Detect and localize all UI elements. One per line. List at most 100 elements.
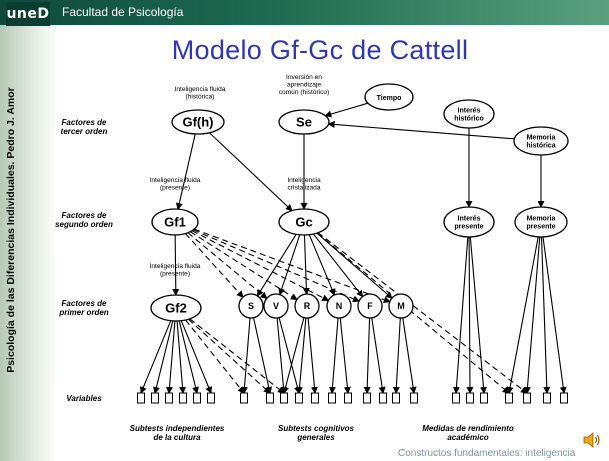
path-gc-f	[313, 233, 364, 298]
variable-box	[280, 392, 288, 404]
path-gc-s	[256, 234, 297, 297]
path-gf1-s	[185, 233, 244, 298]
node-se-shape	[278, 109, 330, 135]
variable-box	[466, 392, 474, 404]
path-gf1-n	[191, 230, 330, 302]
node-s-shape	[238, 293, 264, 319]
variable-box	[151, 392, 159, 404]
loading-gf2-v2	[153, 320, 174, 394]
node-m-label: M	[397, 301, 405, 311]
variable-box	[193, 392, 201, 404]
loading-f-v15	[371, 317, 386, 394]
node-interes-presente-shape	[443, 206, 495, 238]
node-s-label: S	[248, 301, 254, 311]
node-interes-historico-shape	[443, 99, 495, 129]
variable-box	[410, 392, 418, 404]
loading-m-v16	[392, 317, 401, 394]
row-label-variables: Variables	[66, 394, 102, 403]
loading-r-v10	[296, 317, 307, 394]
faculty-label: Facultad de Psicología	[62, 5, 184, 19]
node-tiempo-shape	[364, 83, 414, 111]
gf2-note: Inteligencia fluida(presente)	[150, 263, 201, 278]
node-f-label: F	[367, 301, 373, 311]
loading-interes_presente-v20	[469, 236, 487, 394]
gf1-note: Inteligencia fluida(presente)	[150, 177, 201, 192]
loading-gf2-v9	[189, 318, 285, 394]
loading-memoria_presente-v21	[506, 236, 539, 394]
node-memoria-historica-shape	[513, 126, 569, 156]
node-gfh-shape	[171, 109, 225, 135]
node-gf1-label: Gf1	[164, 215, 186, 230]
gfh-note: Inteligencia fluida(histórica)	[175, 86, 226, 101]
path-gc-r	[302, 234, 310, 296]
variable-box	[543, 392, 551, 404]
variable-box	[328, 392, 336, 404]
variable-box	[480, 392, 488, 404]
loading-interes_presente-v18	[452, 236, 469, 394]
variable-box	[523, 392, 531, 404]
uned-logo: uneD	[6, 2, 50, 26]
loading-f-v14	[363, 317, 371, 394]
node-gf2-shape	[150, 294, 202, 322]
path-gfh-gf1	[175, 133, 196, 211]
loading-n-v12	[328, 317, 339, 394]
variable-box	[137, 392, 145, 404]
variable-box	[379, 392, 387, 404]
variable-box	[179, 392, 187, 404]
node-n-label: N	[336, 301, 343, 311]
node-v-label: V	[273, 301, 279, 311]
variable-box	[295, 392, 303, 404]
node-v-shape	[263, 293, 289, 319]
path-tiempo-se	[324, 102, 369, 118]
loading-gf2-v3	[166, 320, 176, 394]
variable-box	[560, 392, 568, 404]
loading-m-v17	[402, 317, 417, 394]
loading-interes_presente-v19	[466, 236, 474, 394]
node-f-shape	[357, 293, 383, 319]
node-r-shape	[294, 293, 320, 319]
sidebar-gradient	[0, 0, 58, 461]
node-gc-label: Gc	[295, 215, 312, 230]
loading-gf2-v4	[176, 320, 186, 394]
variable-box	[266, 392, 274, 404]
path-gf1-r	[189, 231, 298, 301]
loading-s-v7	[240, 317, 251, 394]
loading-s-v8	[253, 317, 273, 394]
loading-memoria_presente-v24	[542, 236, 567, 394]
node-m-shape	[388, 293, 414, 319]
loading-gf2-v7	[185, 319, 245, 394]
node-tiempo-label: Tiempo	[377, 95, 402, 102]
path-gf1-m	[194, 228, 391, 304]
slide-title: Modelo Gf-Gc de Cattell	[171, 35, 469, 65]
loading-v-v10	[278, 317, 301, 394]
variable-box	[505, 392, 513, 404]
variable-box	[363, 392, 371, 404]
loading-memoria_presente-v23	[540, 236, 551, 394]
variable-box	[344, 392, 352, 404]
loading-v-v9	[276, 317, 287, 394]
header-bar: uneD Facultad de Psicología	[0, 0, 609, 26]
variable-box	[392, 392, 400, 404]
loading-memoria_presente-v22	[524, 236, 541, 394]
path-memoria_historica-se	[327, 120, 515, 140]
node-gf2-label: Gf2	[165, 301, 187, 316]
loading-gc-v22	[317, 232, 528, 394]
node-memoria-presente-shape	[514, 206, 568, 238]
node-gf1-shape	[151, 208, 199, 236]
variable-box	[165, 392, 173, 404]
loading-r-v9	[282, 317, 305, 394]
speaker-icon[interactable]	[583, 432, 601, 448]
path-gc-n	[308, 234, 336, 296]
variable-box	[240, 392, 248, 404]
variable-box	[452, 392, 460, 404]
